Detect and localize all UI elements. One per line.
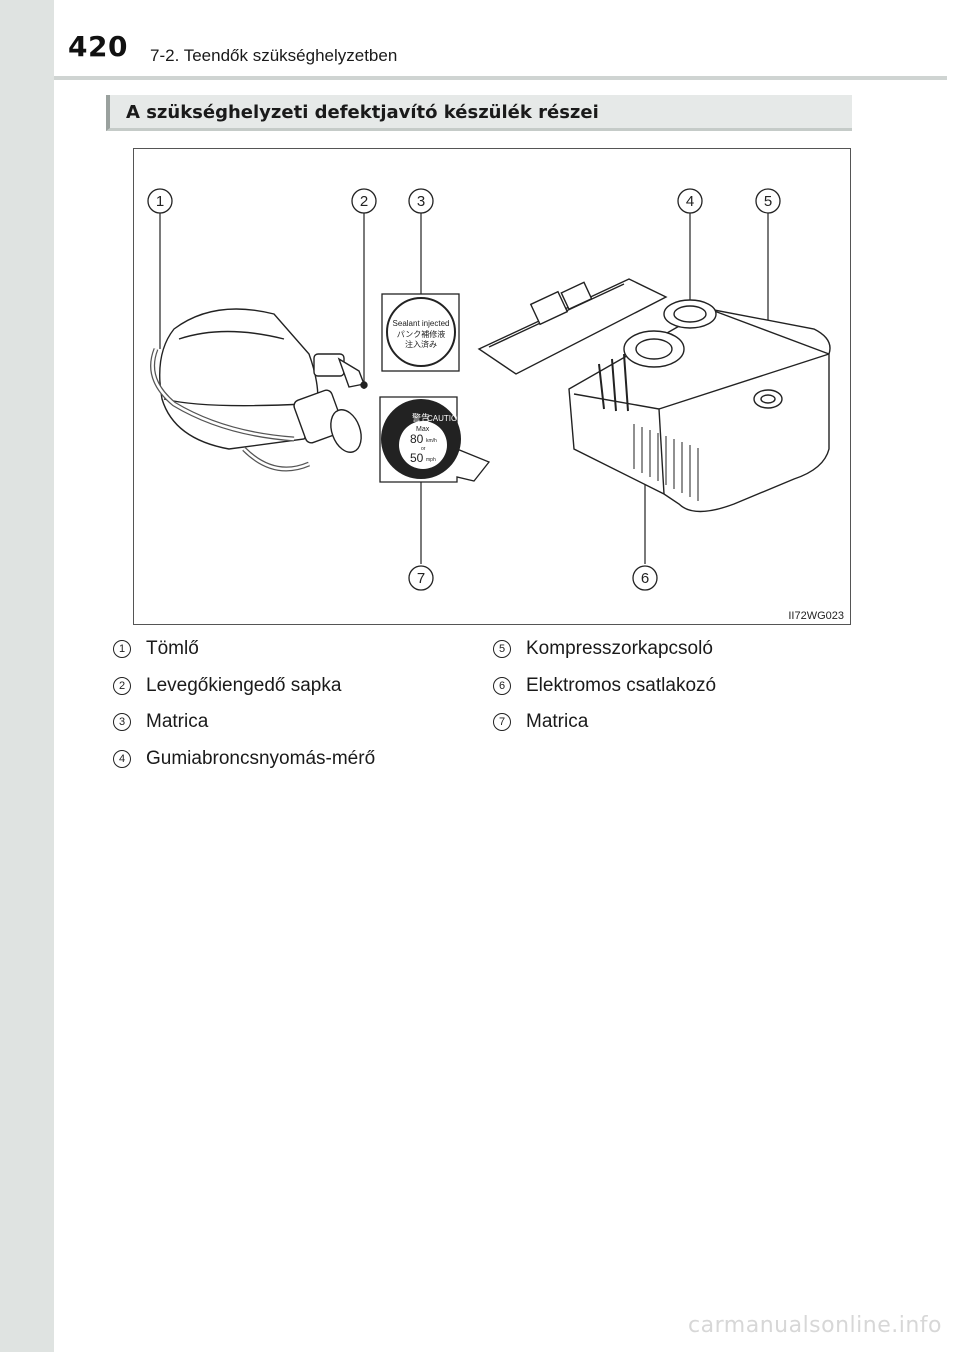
svg-text:Sealant injected: Sealant injected [393,319,450,328]
legend-number: 5 [493,640,511,658]
sealant-bottle-illustration [153,309,367,469]
section-header: A szükséghelyzeti defektjavító készülék … [106,95,852,131]
svg-text:km/h: km/h [426,438,437,444]
legend-item: 7 Matrica [493,709,588,735]
watermark: carmanualsonline.info [688,1313,942,1338]
caution-speed-sticker: 警告 CAUTION Max 80 km/h or 50 mph [380,397,489,482]
legend-item: 1 Tömlő [113,636,199,662]
compressor-illustration [479,279,830,512]
legend-number: 6 [493,677,511,695]
svg-text:80: 80 [410,432,424,446]
legend-label: Levegőkiengedő sapka [146,675,341,697]
svg-text:パンク補修液: パンク補修液 [397,329,445,339]
header-divider [54,76,947,80]
legend-item: 6 Elektromos csatlakozó [493,673,716,699]
legend-number: 3 [113,713,131,731]
chapter-title: 7-2. Teendők szükséghelyzetben [150,46,397,66]
legend-label: Matrica [526,711,588,733]
repair-kit-illustration: 1 2 3 4 5 6 7 Sealant inject [134,149,852,626]
legend-number: 4 [113,750,131,768]
page-number: 420 [68,30,128,63]
legend-number: 1 [113,640,131,658]
callout-5: 5 [764,193,772,210]
legend-label: Gumiabroncsnyomás-mérő [146,748,375,770]
legend-label: Tömlő [146,638,199,660]
callout-7: 7 [417,570,425,587]
callout-6: 6 [641,570,649,587]
legend-number: 2 [113,677,131,695]
left-margin-band [0,0,54,1352]
svg-text:50: 50 [410,451,424,465]
svg-text:注入済み: 注入済み [405,339,437,349]
legend-label: Matrica [146,711,208,733]
legend-item: 5 Kompresszorkapcsoló [493,636,713,662]
section-title: A szükséghelyzeti defektjavító készülék … [126,102,599,123]
legend-number: 7 [493,713,511,731]
callout-4: 4 [686,193,694,210]
legend-item: 2 Levegőkiengedő sapka [113,673,341,699]
legend-item: 4 Gumiabroncsnyomás-mérő [113,746,375,772]
callout-1: 1 [156,193,164,210]
legend-label: Kompresszorkapcsoló [526,638,713,660]
figure-code: II72WG023 [788,610,844,622]
legend-item: 3 Matrica [113,709,208,735]
svg-text:mph: mph [426,457,436,463]
legend-label: Elektromos csatlakozó [526,675,716,697]
callout-2: 2 [360,193,368,210]
sealant-injected-sticker: Sealant injected パンク補修液 注入済み [382,294,459,371]
figure-repair-kit: 1 2 3 4 5 6 7 Sealant inject [133,148,851,625]
svg-text:CAUTION: CAUTION [427,414,463,423]
callout-3: 3 [417,193,425,210]
